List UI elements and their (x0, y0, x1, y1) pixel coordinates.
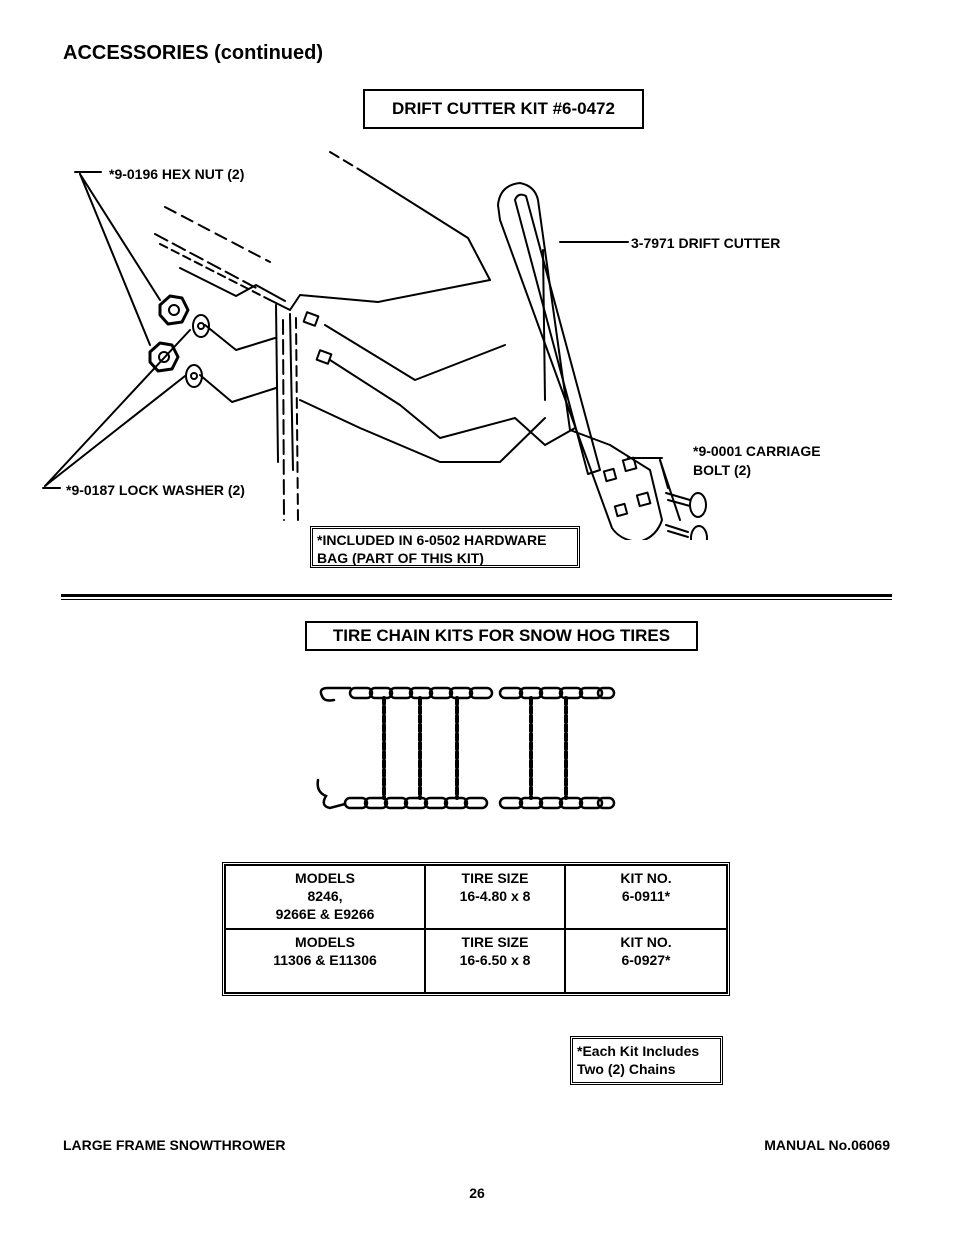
lock-washer-label: *9-0187 LOCK WASHER (2) (66, 482, 245, 498)
models-value: 11306 & E11306 (273, 952, 377, 968)
tire-size-header: TIRE SIZE (461, 870, 529, 886)
kit-number-cell: KIT NO. 6-0927* (565, 929, 727, 993)
models-header: MODELS (295, 934, 355, 950)
kit-number-cell: KIT NO. 6-0911* (565, 865, 727, 929)
hardware-bag-note: *INCLUDED IN 6-0502 HARDWARE BAG (PART O… (310, 526, 580, 568)
table-row: MODELS 11306 & E11306 TIRE SIZE 16-6.50 … (225, 929, 727, 993)
models-value: 9266E & E9266 (275, 906, 375, 922)
kit-number-header: KIT NO. (620, 870, 672, 886)
kit-includes-note: *Each Kit Includes Two (2) Chains (570, 1036, 723, 1085)
tire-chain-kits-title-text: TIRE CHAIN KITS FOR SNOW HOG TIRES (332, 626, 671, 645)
tire-chain-kits-title: TIRE CHAIN KITS FOR SNOW HOG TIRES (305, 621, 698, 651)
page-title: ACCESSORIES (continued) (63, 42, 324, 64)
models-header: MODELS (295, 870, 355, 886)
kit-number-value: 6-0927* (621, 952, 671, 968)
carriage-bolt-label-line1: *9-0001 CARRIAGE (693, 443, 821, 459)
hex-nut-label: *9-0196 HEX NUT (2) (109, 166, 245, 182)
carriage-bolt-label-line2: BOLT (2) (693, 462, 752, 478)
kit-number-value: 6-0911* (621, 888, 671, 904)
section-divider-thick (61, 594, 892, 597)
models-cell: MODELS 8246, 9266E & E9266 (225, 865, 425, 929)
hardware-bag-note-line1: *INCLUDED IN 6-0502 HARDWARE (317, 532, 547, 548)
footer-right: MANUAL No.06069 (764, 1137, 890, 1153)
section-divider-thin (61, 599, 892, 600)
models-value: 8246, (307, 888, 343, 904)
tire-chain-illustration (316, 686, 616, 810)
tire-size-value: 16-4.80 x 8 (459, 888, 531, 904)
table-row: MODELS 8246, 9266E & E9266 TIRE SIZE 16-… (225, 865, 727, 929)
drift-cutter-kit-title: DRIFT CUTTER KIT #6-0472 (363, 89, 644, 129)
page-number: 26 (469, 1185, 485, 1201)
tire-size-cell: TIRE SIZE 16-4.80 x 8 (425, 865, 565, 929)
drift-cutter-kit-title-text: DRIFT CUTTER KIT #6-0472 (392, 99, 615, 118)
drift-cutter-label: 3-7971 DRIFT CUTTER (631, 235, 781, 251)
models-cell: MODELS 11306 & E11306 (225, 929, 425, 993)
kit-includes-note-line2: Two (2) Chains (577, 1061, 676, 1077)
footer-left: LARGE FRAME SNOWTHROWER (63, 1137, 286, 1153)
hardware-bag-note-line2: BAG (PART OF THIS KIT) (317, 550, 484, 566)
tire-size-cell: TIRE SIZE 16-6.50 x 8 (425, 929, 565, 993)
tire-size-value: 16-6.50 x 8 (459, 952, 531, 968)
tire-chain-kit-table: MODELS 8246, 9266E & E9266 TIRE SIZE 16-… (222, 862, 730, 996)
kit-includes-note-line1: *Each Kit Includes (577, 1043, 700, 1059)
kit-number-header: KIT NO. (620, 934, 672, 950)
tire-size-header: TIRE SIZE (461, 934, 529, 950)
drift-cutter-diagram (42, 151, 708, 540)
